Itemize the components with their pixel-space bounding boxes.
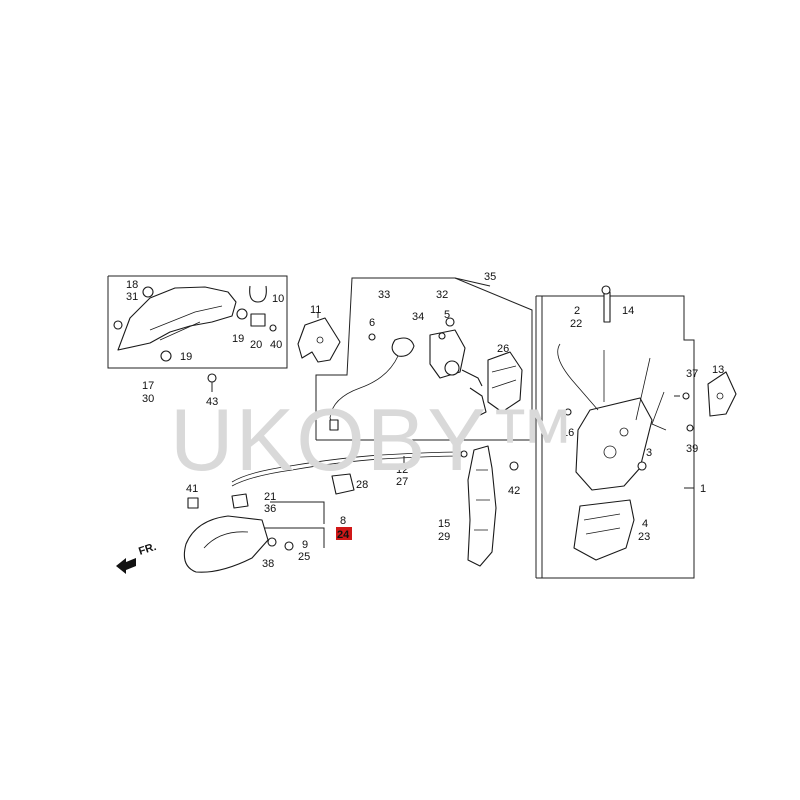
protector-4 xyxy=(573,499,635,561)
callout-28: 28 xyxy=(356,479,368,491)
callout-42: 42 xyxy=(508,485,520,497)
callout-19-bottom: 19 xyxy=(180,351,192,363)
callout-24: 24 xyxy=(337,529,350,541)
inside-handle-group xyxy=(183,493,325,573)
clip-28 xyxy=(331,473,355,495)
rod-14 xyxy=(603,291,611,323)
latch-actuator xyxy=(575,397,653,491)
callout-15: 15 xyxy=(438,518,450,530)
callout-36: 36 xyxy=(264,503,276,515)
lock-cylinder-group xyxy=(315,277,533,441)
callout-39: 39 xyxy=(686,443,698,455)
callout-23: 23 xyxy=(638,531,650,543)
callout-18: 18 xyxy=(126,279,138,291)
callout-37: 37 xyxy=(686,368,698,380)
inside-handle xyxy=(183,515,269,573)
callout-4: 4 xyxy=(642,518,648,530)
callout-33: 33 xyxy=(378,289,390,301)
callout-5: 5 xyxy=(444,309,450,321)
callout-34: 34 xyxy=(412,311,424,323)
callout-26: 26 xyxy=(497,343,509,355)
cap-41 xyxy=(187,497,199,509)
callout-10: 10 xyxy=(272,293,284,305)
screw-38 xyxy=(267,537,277,547)
bracket-21 xyxy=(231,493,249,509)
callout-19-top: 19 xyxy=(232,333,244,345)
callout-14: 14 xyxy=(622,305,634,317)
callout-9: 9 xyxy=(302,539,308,551)
callout-43: 43 xyxy=(206,396,218,408)
callout-35: 35 xyxy=(484,271,496,283)
grommet-19 xyxy=(236,308,248,320)
callout-21: 21 xyxy=(264,491,276,503)
callout-31: 31 xyxy=(126,291,138,303)
callout-13: 13 xyxy=(712,364,724,376)
bolt xyxy=(113,320,123,330)
callout-1: 1 xyxy=(700,483,706,495)
callout-11: 11 xyxy=(310,304,321,316)
connector xyxy=(329,419,339,431)
clip-10 xyxy=(249,285,267,303)
outside-handle-group xyxy=(107,275,288,392)
key xyxy=(469,387,487,417)
callout-16: 16 xyxy=(562,427,574,439)
highlight-box-24 xyxy=(336,527,352,540)
direction-label: FR. xyxy=(137,541,158,558)
watermark: UKOBY™ xyxy=(170,390,578,489)
callout-30: 30 xyxy=(142,393,154,405)
callout-3: 3 xyxy=(646,447,652,459)
cap-20 xyxy=(250,313,266,327)
callout-12: 12 xyxy=(396,464,408,476)
callout-22: 22 xyxy=(570,318,582,330)
callout-29: 29 xyxy=(438,531,450,543)
cylinder-33 xyxy=(391,337,415,357)
callout-2: 2 xyxy=(574,305,580,317)
washer-19 xyxy=(160,350,172,362)
latch-group xyxy=(535,285,737,579)
nut-9 xyxy=(284,541,294,551)
callout-6: 6 xyxy=(369,317,375,329)
bracket-11 xyxy=(297,312,341,363)
nut-40 xyxy=(269,324,277,332)
callout-41: 41 xyxy=(186,483,198,495)
callout-40: 40 xyxy=(270,339,282,351)
callout-27: 27 xyxy=(396,476,408,488)
callout-8: 8 xyxy=(340,515,346,527)
front-direction-arrow xyxy=(116,558,136,574)
callout-25: 25 xyxy=(298,551,310,563)
callout-17: 17 xyxy=(142,380,154,392)
callout-32: 32 xyxy=(436,289,448,301)
outside-handle xyxy=(117,286,237,351)
cable-assembly xyxy=(231,450,468,487)
callout-38: 38 xyxy=(262,558,274,570)
bolt-43 xyxy=(207,373,217,383)
callout-20: 20 xyxy=(250,339,262,351)
screw-18 xyxy=(142,286,154,298)
door-channel xyxy=(467,445,519,567)
